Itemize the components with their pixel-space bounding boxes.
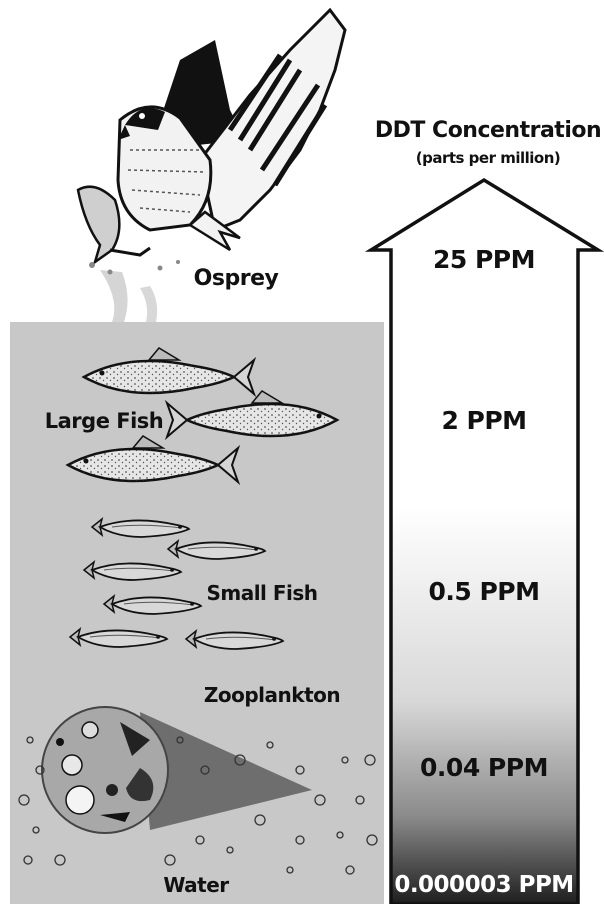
label-water: Water	[163, 873, 229, 897]
level-label-0-000003ppm: 0.000003 PPM	[394, 872, 573, 898]
level-label-0-04ppm: 0.04 PPM	[420, 753, 548, 782]
level-label-25ppm: 25 PPM	[433, 245, 535, 274]
chart-title-line1: DDT Concentration	[375, 118, 601, 143]
concentration-arrow	[371, 180, 598, 904]
label-large-fish: Large Fish	[45, 409, 164, 433]
chart-title-line2: (parts per million)	[416, 149, 561, 167]
level-label-2ppm: 2 PPM	[441, 406, 526, 435]
label-osprey: Osprey	[194, 266, 279, 291]
level-label-0-5ppm: 0.5 PPM	[428, 577, 539, 606]
label-zooplankton: Zooplankton	[204, 683, 340, 707]
label-small-fish: Small Fish	[206, 581, 317, 605]
